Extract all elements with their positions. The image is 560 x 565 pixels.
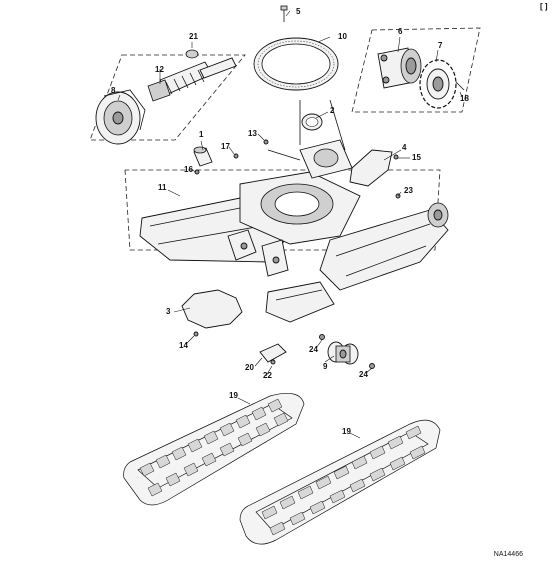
bolt-5 xyxy=(280,5,288,22)
fasteners xyxy=(193,139,401,369)
pin-1 xyxy=(193,146,213,167)
undercarriage-frame xyxy=(139,139,449,323)
callout-12: 12 xyxy=(155,65,164,74)
slewing-ring xyxy=(253,37,339,91)
drive-group-outline xyxy=(351,27,481,113)
grease-cylinder xyxy=(185,49,237,79)
sprocket xyxy=(419,59,457,109)
rubber-track-right xyxy=(239,419,441,545)
callout-labels: 1234567891011121314151617181919202122232… xyxy=(111,7,469,436)
plate-20 xyxy=(259,343,287,363)
callout-1: 1 xyxy=(199,130,204,139)
callout-2: 2 xyxy=(330,106,335,115)
drive-motor xyxy=(377,47,422,89)
callout-14: 14 xyxy=(179,341,188,350)
callout-22: 22 xyxy=(263,371,272,380)
cover-plate-4 xyxy=(349,149,393,187)
callout-8: 8 xyxy=(111,86,116,95)
callout-17: 17 xyxy=(221,142,230,151)
tension-spring xyxy=(147,61,213,102)
track-lugs-right xyxy=(261,425,426,536)
callout-11: 11 xyxy=(158,183,167,192)
rubber-track-left xyxy=(123,393,305,506)
idler-wheel xyxy=(95,89,146,145)
leader-lines xyxy=(267,99,346,161)
callout-19: 19 xyxy=(342,427,351,436)
callout-21: 21 xyxy=(189,32,198,41)
callout-9: 9 xyxy=(323,362,328,371)
callout-24: 24 xyxy=(309,345,318,354)
corner-mark: [ ] xyxy=(540,2,548,11)
callout-leaders xyxy=(117,10,463,439)
callout-16: 16 xyxy=(184,165,193,174)
seal-ring xyxy=(301,113,323,131)
callout-5: 5 xyxy=(296,7,301,16)
callout-20: 20 xyxy=(245,363,254,372)
callout-13: 13 xyxy=(248,129,257,138)
bolt-18 xyxy=(455,81,465,91)
callout-6: 6 xyxy=(398,27,403,36)
drawing-id: NA14466 xyxy=(494,551,523,558)
callout-3: 3 xyxy=(166,307,171,316)
callout-23: 23 xyxy=(404,186,413,195)
track-roller xyxy=(327,341,359,365)
callout-18: 18 xyxy=(460,94,469,103)
cover-plate-3 xyxy=(181,289,243,329)
callout-10: 10 xyxy=(338,32,347,41)
callout-24: 24 xyxy=(359,370,368,379)
callout-4: 4 xyxy=(402,143,407,152)
callout-15: 15 xyxy=(412,153,421,162)
callout-19: 19 xyxy=(229,391,238,400)
callout-7: 7 xyxy=(438,41,443,50)
track-lugs-left xyxy=(139,398,289,497)
